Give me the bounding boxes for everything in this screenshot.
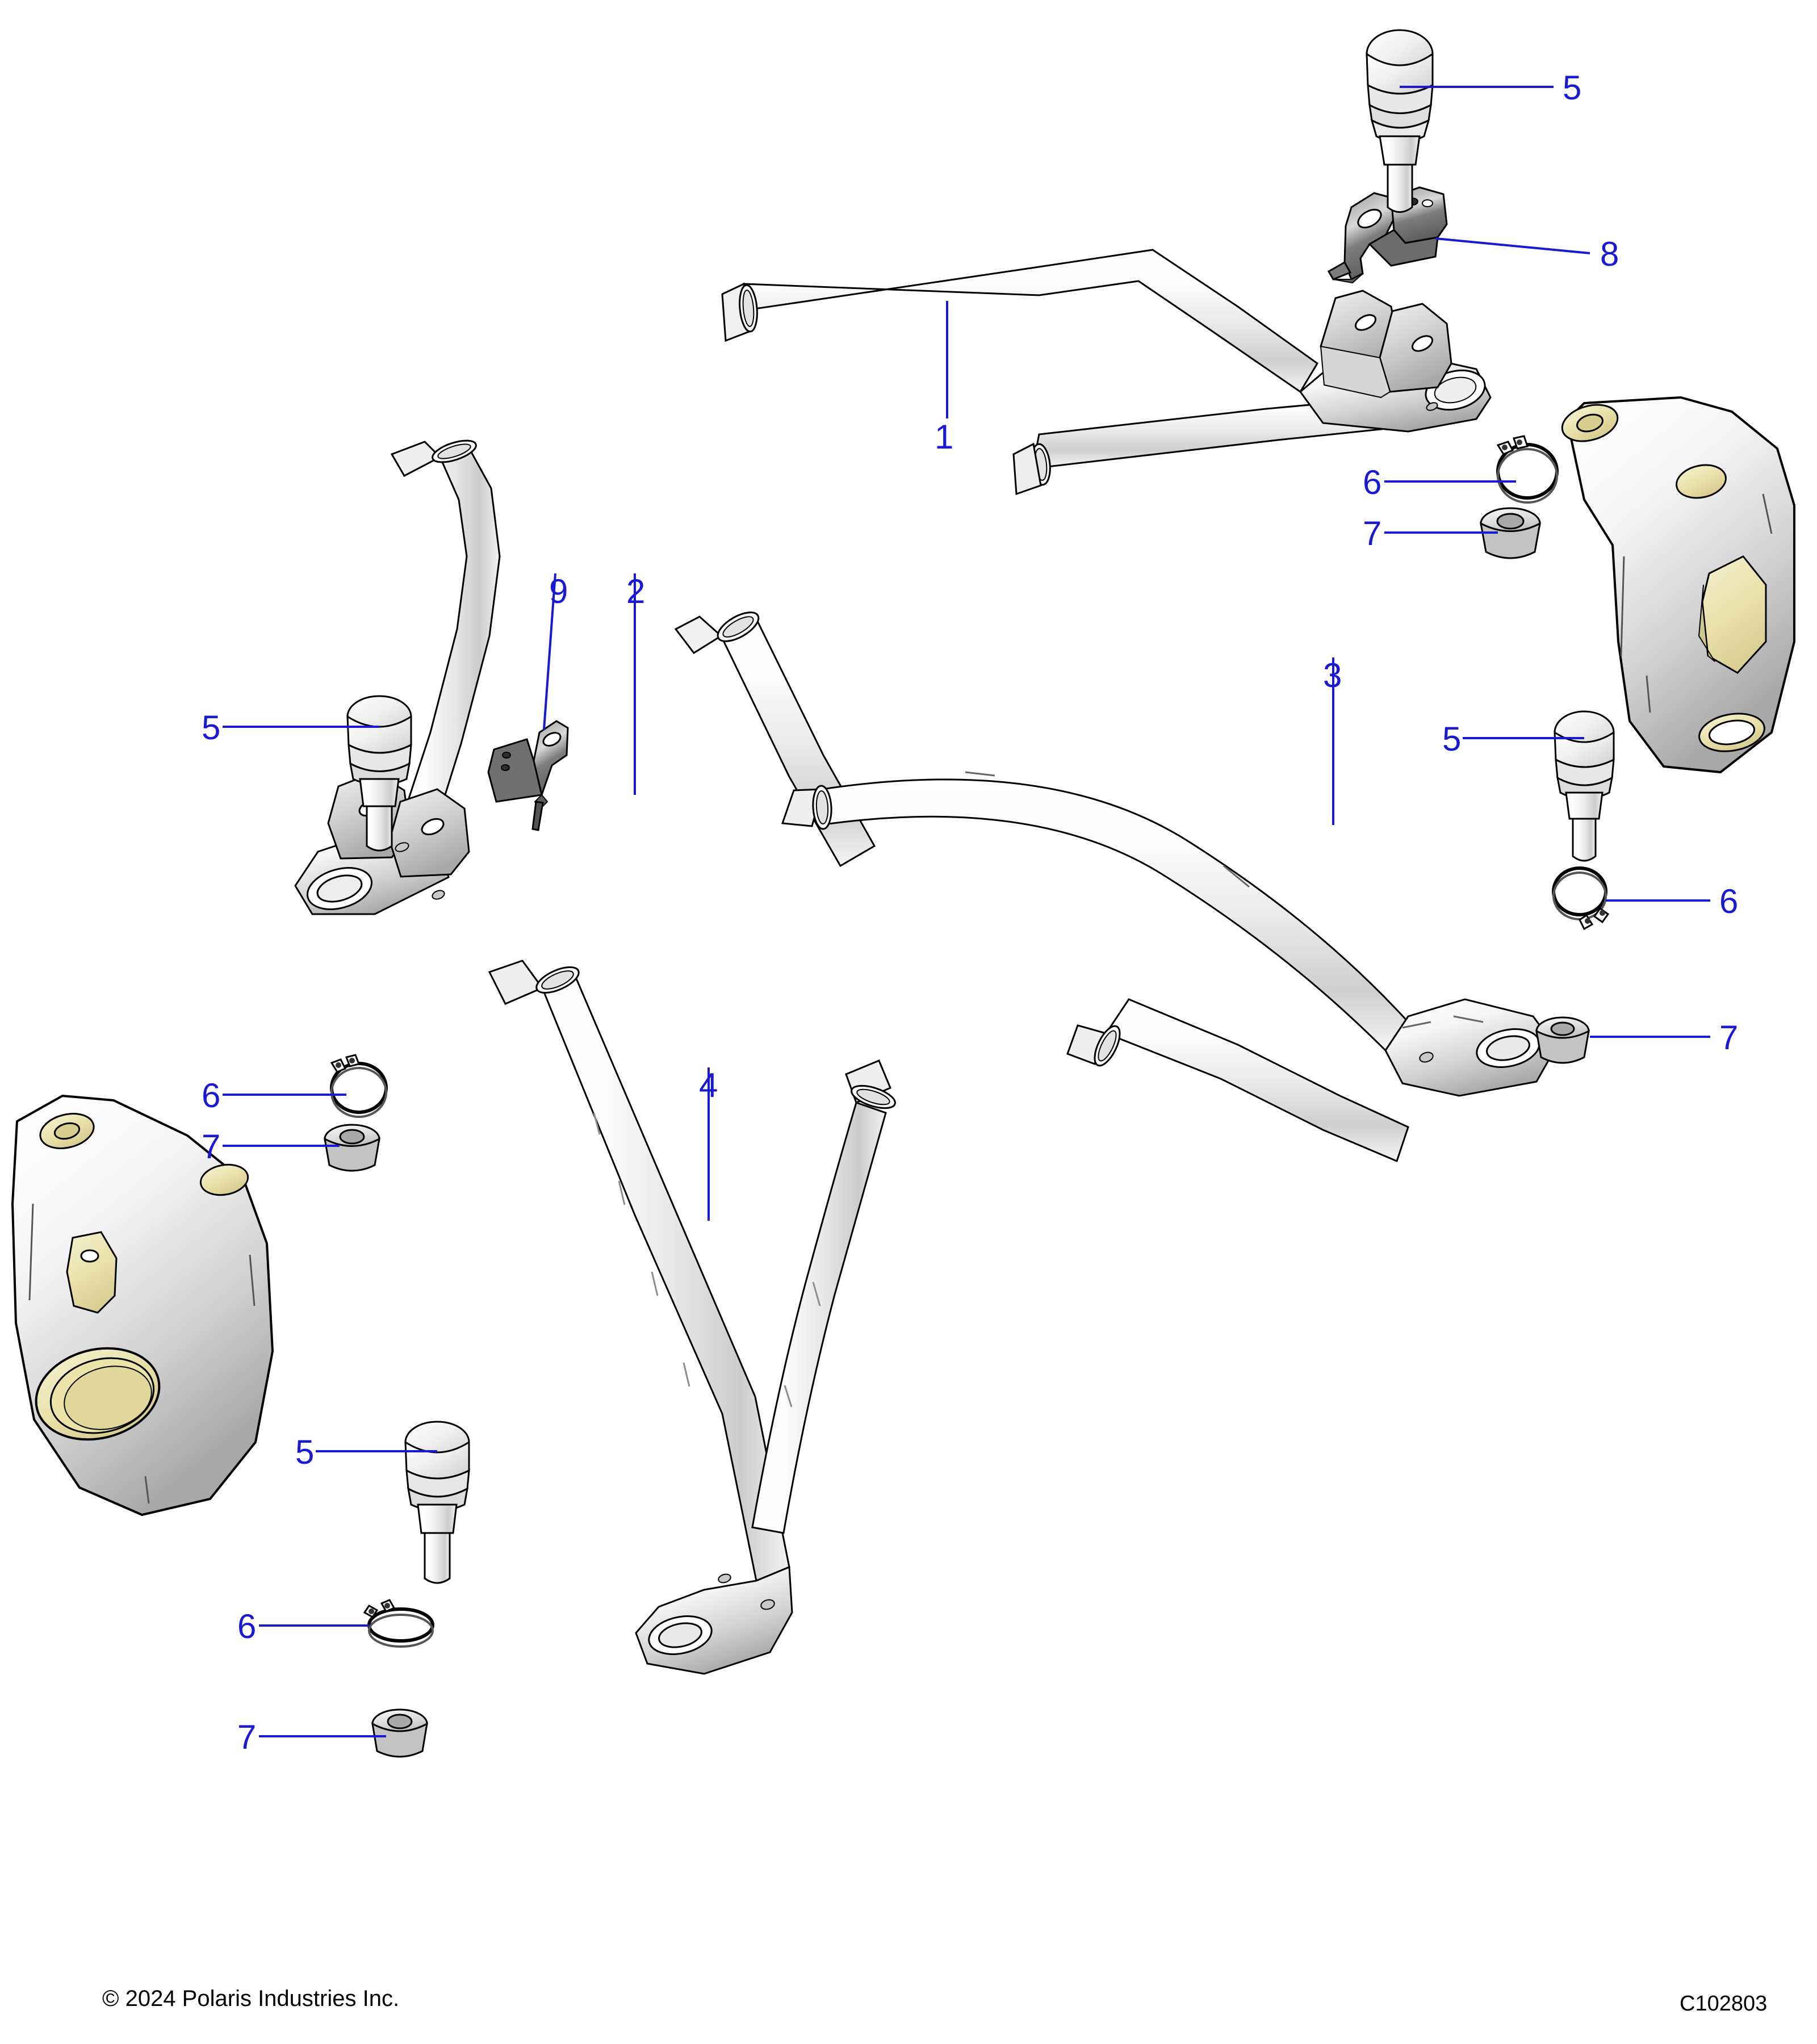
part-snap-ring-left-lower bbox=[363, 1599, 434, 1648]
callout-6c: 6 bbox=[1606, 882, 1738, 920]
callout-number: 5 bbox=[1442, 720, 1461, 758]
part-steering-knuckle-right bbox=[1561, 396, 1795, 774]
part-steering-knuckle-left bbox=[11, 1094, 274, 1517]
callout-7a: 7 bbox=[1363, 514, 1498, 552]
part-bushing-left-upper bbox=[324, 1124, 380, 1172]
callout-5d: 5 bbox=[295, 1433, 437, 1471]
callout-number: 6 bbox=[237, 1607, 256, 1645]
part-lower-control-arm-right bbox=[781, 771, 1557, 1163]
callout-8: 8 bbox=[1435, 235, 1619, 273]
callout-leader-line bbox=[1435, 237, 1590, 254]
callout-number: 7 bbox=[1719, 1019, 1738, 1057]
part-lower-control-arm-left bbox=[488, 960, 896, 1675]
callout-number: 2 bbox=[626, 572, 645, 610]
part-snap-ring-top-right bbox=[1496, 435, 1559, 504]
callout-6b: 6 bbox=[202, 1077, 346, 1115]
callout-number: 6 bbox=[1363, 463, 1381, 501]
part-ball-joint-top-right bbox=[1366, 29, 1434, 213]
callout-5a: 5 bbox=[1400, 69, 1581, 107]
callout-5b: 5 bbox=[202, 709, 379, 747]
callout-layer: 1 2 3 4 5 5 5 5 6 6 6 6 7 7 7 7 8 9 bbox=[202, 69, 1738, 1756]
callout-number: 5 bbox=[1563, 69, 1581, 107]
callout-number: 3 bbox=[1323, 656, 1342, 694]
callout-number: 6 bbox=[1719, 882, 1738, 920]
callout-number: 7 bbox=[237, 1718, 256, 1756]
part-upper-control-arm-right bbox=[721, 249, 1492, 496]
callout-7d: 7 bbox=[237, 1718, 386, 1756]
part-brake-line-bracket bbox=[1327, 186, 1448, 284]
callout-number: 8 bbox=[1600, 235, 1619, 273]
part-snap-ring-left-upper bbox=[330, 1054, 388, 1118]
part-ball-joint-left-lower bbox=[404, 1421, 470, 1584]
callout-3: 3 bbox=[1323, 656, 1342, 825]
callout-7c: 7 bbox=[1590, 1019, 1738, 1057]
callout-1: 1 bbox=[935, 301, 953, 456]
callout-7b: 7 bbox=[202, 1128, 340, 1166]
part-bushing-left-lower bbox=[371, 1708, 428, 1758]
part-snap-ring-right-lower bbox=[1552, 866, 1610, 931]
callout-number: 5 bbox=[202, 709, 220, 747]
copyright-notice: © 2024 Polaris Industries Inc. bbox=[102, 1986, 400, 2011]
callout-leader-line bbox=[543, 573, 556, 730]
callout-2: 2 bbox=[626, 572, 645, 795]
part-bushing-right-lower bbox=[1535, 1016, 1590, 1064]
callout-number: 1 bbox=[935, 418, 953, 456]
callout-number: 7 bbox=[202, 1128, 220, 1166]
callout-9: 9 bbox=[543, 572, 568, 730]
callout-number: 9 bbox=[549, 572, 568, 610]
callout-number: 5 bbox=[295, 1433, 314, 1471]
callout-4: 4 bbox=[699, 1066, 718, 1221]
callout-5c: 5 bbox=[1442, 720, 1584, 758]
callout-6d: 6 bbox=[237, 1607, 369, 1645]
part-ball-joint-right-lower bbox=[1554, 710, 1615, 862]
callout-number: 7 bbox=[1363, 514, 1381, 552]
callout-number: 6 bbox=[202, 1077, 220, 1115]
callout-number: 4 bbox=[699, 1066, 718, 1104]
part-brake-line-bracket-small bbox=[487, 720, 569, 831]
drawing-number: C102803 bbox=[1680, 1992, 1768, 2016]
callout-6a: 6 bbox=[1363, 463, 1516, 501]
